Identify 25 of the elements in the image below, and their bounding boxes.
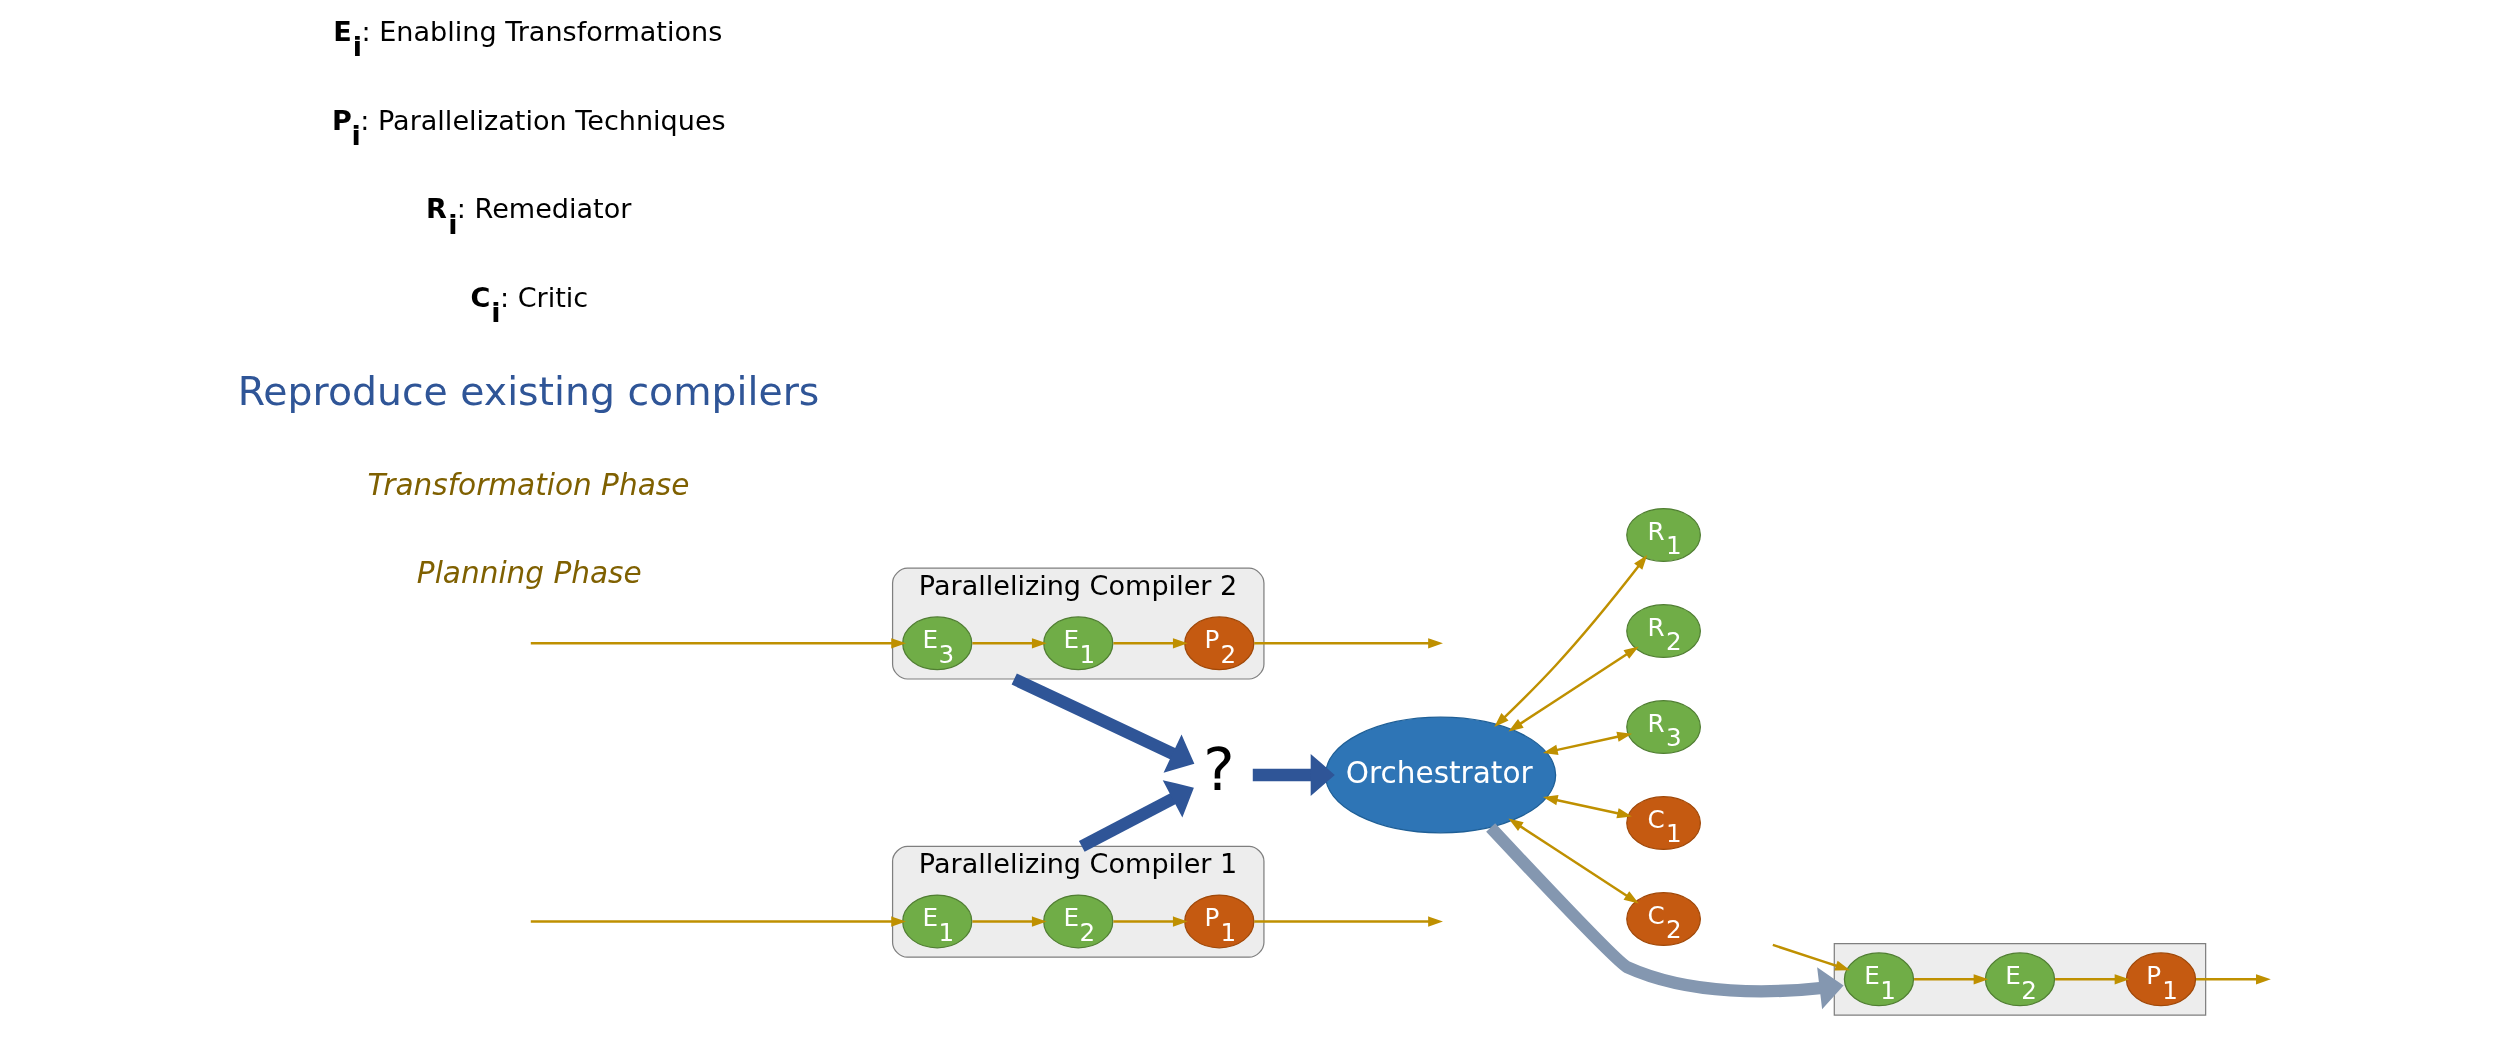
arrow [1113,916,1188,927]
arrow [1254,916,1443,927]
arrow [1508,646,1639,732]
label: Reproduce existing compilers [237,367,820,414]
arrow [972,916,1047,927]
arrow [2196,974,2271,985]
arrow [1542,731,1632,755]
arrow [1494,554,1648,728]
arrow [1914,974,1989,985]
arrow [1011,673,1195,773]
arrow [1078,780,1194,852]
arrow [1542,795,1632,819]
arrow [1113,638,1188,649]
node-text: ? [1203,734,1235,804]
label: Transformation Phase [367,467,690,502]
arrow [1486,823,1844,1010]
label: Planning Phase [416,556,642,591]
arrow [1508,818,1639,904]
arrow [1252,753,1335,797]
arrow [1254,638,1443,649]
arrow [530,638,907,649]
arrow [972,638,1047,649]
arrow [1772,943,1851,971]
arrow [2055,974,2130,985]
arrow [530,916,907,927]
